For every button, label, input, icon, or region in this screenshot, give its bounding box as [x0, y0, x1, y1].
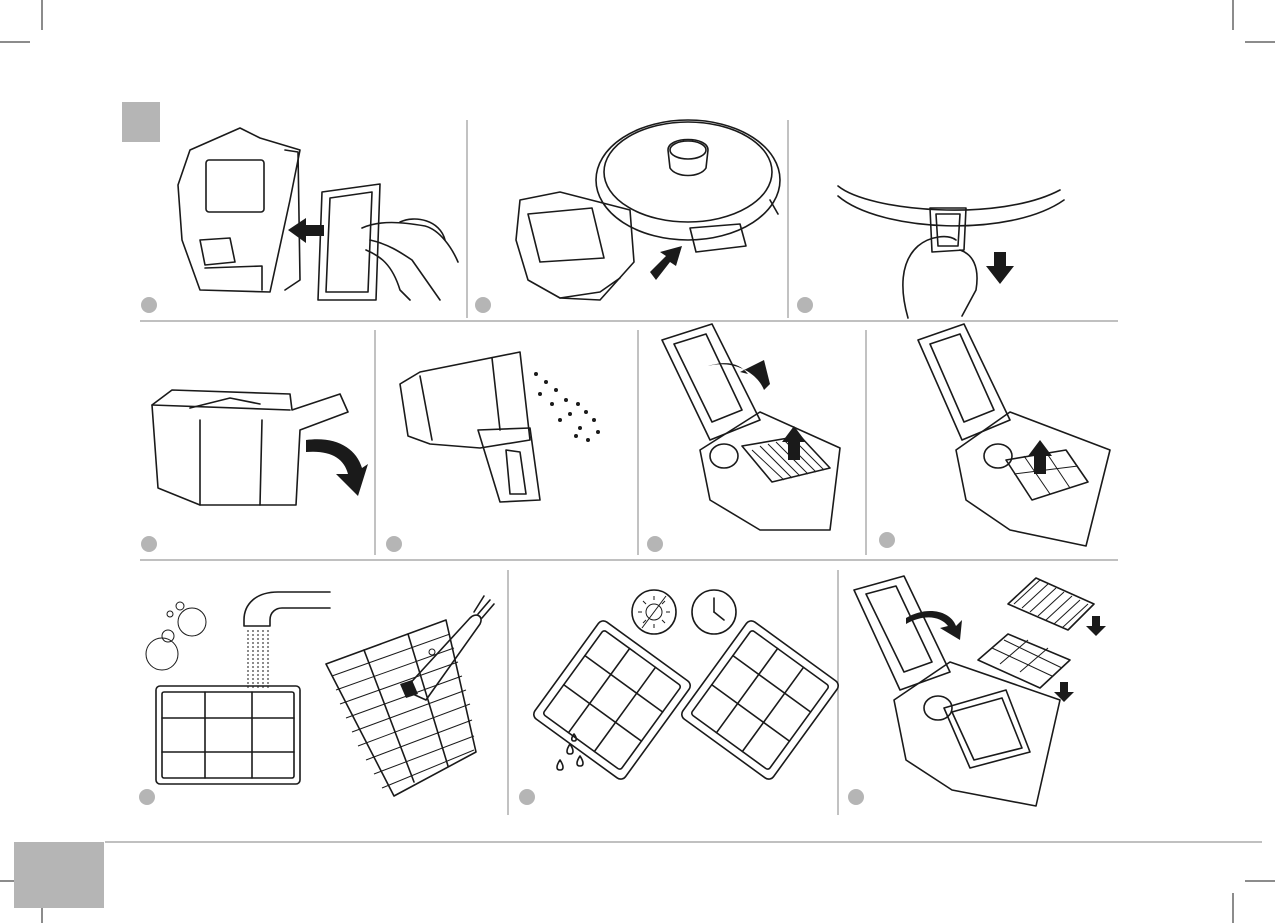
arrow-icon	[306, 439, 368, 496]
section-marker	[122, 102, 160, 142]
arrow-icon	[708, 360, 770, 390]
frame-filter	[978, 634, 1070, 688]
step-badge	[139, 789, 155, 805]
step-5-illustration	[386, 352, 600, 552]
water-stream	[248, 630, 268, 690]
dust-particles	[534, 372, 600, 442]
step-2-illustration	[475, 120, 780, 313]
step-badge	[647, 536, 663, 552]
arrow-icon	[288, 218, 324, 243]
page-tab	[14, 842, 104, 908]
mesh-filter	[326, 620, 476, 796]
arrow-icon	[1028, 440, 1052, 474]
hand-icon	[903, 237, 977, 318]
step-1-illustration	[141, 128, 458, 313]
step-badge	[141, 297, 157, 313]
step-badge	[386, 536, 402, 552]
step-6-illustration	[647, 324, 840, 552]
step-badge	[475, 297, 491, 313]
step-badge	[797, 297, 813, 313]
grid-separators	[105, 120, 1262, 842]
arrow-icon	[986, 252, 1014, 284]
mesh-filter	[1008, 578, 1094, 630]
step-7-illustration	[879, 324, 1110, 548]
step-3-illustration	[797, 186, 1064, 318]
faucet-icon	[244, 592, 330, 626]
step-9-illustration	[519, 590, 841, 805]
arrow-icon	[1086, 616, 1106, 636]
step-8-illustration	[139, 592, 494, 805]
sun-icon	[638, 596, 670, 628]
step-badge	[848, 789, 864, 805]
step-10-illustration	[848, 576, 1106, 806]
arrow-icon	[650, 246, 682, 280]
step-badge	[879, 532, 895, 548]
step-badge	[141, 536, 157, 552]
step-badge	[519, 789, 535, 805]
step-4-illustration	[141, 390, 368, 552]
bubbles	[146, 602, 206, 670]
